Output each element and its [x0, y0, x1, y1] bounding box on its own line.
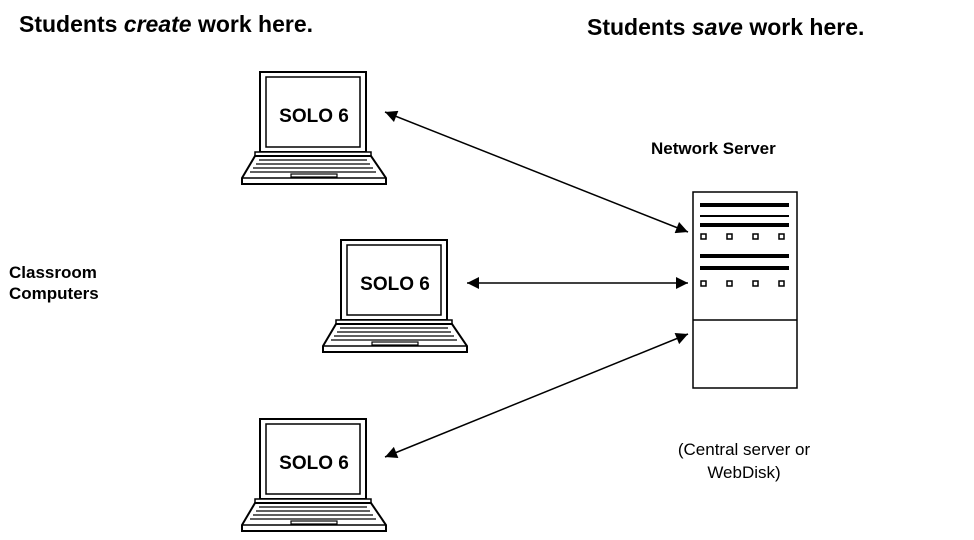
laptop-computer-3: SOLO 6 [241, 418, 387, 532]
server-caption-line1: (Central server or [677, 440, 811, 459]
connection-arrow-1 [384, 110, 689, 234]
heading-save-suffix: work here. [749, 14, 865, 40]
laptop-computer-1: SOLO 6 [241, 71, 387, 185]
heading-save-emphasis: save [691, 14, 743, 40]
classroom-computers-label: Classroom Computers [9, 262, 99, 304]
laptop-icon [322, 239, 468, 353]
heading-create-work: Students create work here. [19, 11, 313, 38]
server-caption-line2: WebDisk) [707, 463, 781, 482]
connection-arrow-3 [384, 332, 689, 459]
laptop-3-screen-label: SOLO 6 [279, 453, 349, 474]
laptop-icon [241, 418, 387, 532]
laptop-icon [241, 71, 387, 185]
classroom-label-line1: Classroom [9, 263, 97, 282]
heading-create-prefix: Students [19, 11, 118, 37]
laptop-computer-2: SOLO 6 [322, 239, 468, 353]
heading-save-work: Students save work here. [587, 14, 864, 41]
heading-create-emphasis: create [123, 11, 192, 37]
heading-save-prefix: Students [587, 14, 686, 40]
laptop-1-screen-label: SOLO 6 [279, 106, 349, 127]
heading-create-suffix: work here. [197, 11, 313, 37]
classroom-label-line2: Computers [9, 284, 99, 303]
laptop-2-screen-label: SOLO 6 [360, 274, 430, 295]
server-caption: (Central server or WebDisk) [657, 438, 831, 484]
network-server-icon [692, 191, 798, 389]
